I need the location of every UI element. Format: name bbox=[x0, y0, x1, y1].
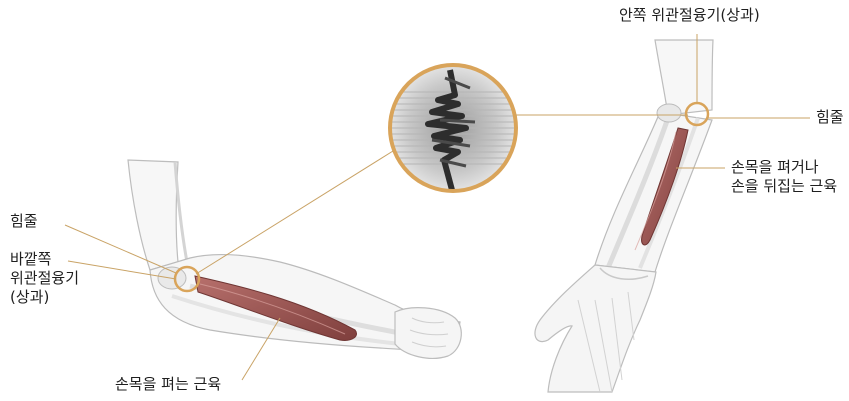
flexor-label-line-1: 손목을 펴거나 bbox=[731, 158, 837, 177]
left-arm bbox=[128, 160, 461, 358]
tendon-label-right: 힘줄 bbox=[816, 108, 844, 127]
tendon-label-left: 힘줄 bbox=[10, 212, 38, 231]
right-forearm bbox=[595, 112, 712, 272]
flexor-pronator-label: 손목을 펴거나 손을 뒤집는 근육 bbox=[731, 158, 837, 196]
flexor-label-line-2: 손을 뒤집는 근육 bbox=[731, 177, 837, 196]
lateral-label-line-1: 바깥쪽 bbox=[10, 250, 79, 269]
medial-epicondyle-label: 안쪽 위관절융기(상과) bbox=[619, 6, 760, 25]
leader-magnifier-left bbox=[196, 151, 393, 274]
lateral-label-line-3: (상과) bbox=[10, 288, 79, 307]
lateral-epicondyle-label: 바깥쪽 위관절융기 (상과) bbox=[10, 250, 79, 307]
lateral-label-line-2: 위관절융기 bbox=[10, 269, 79, 288]
right-upper-arm bbox=[655, 40, 713, 115]
tendon-magnifier bbox=[388, 65, 520, 191]
left-fist bbox=[395, 308, 461, 359]
right-arm bbox=[535, 40, 713, 392]
left-upper-arm bbox=[128, 160, 178, 270]
wrist-extensor-label: 손목을 펴는 근육 bbox=[115, 375, 221, 394]
